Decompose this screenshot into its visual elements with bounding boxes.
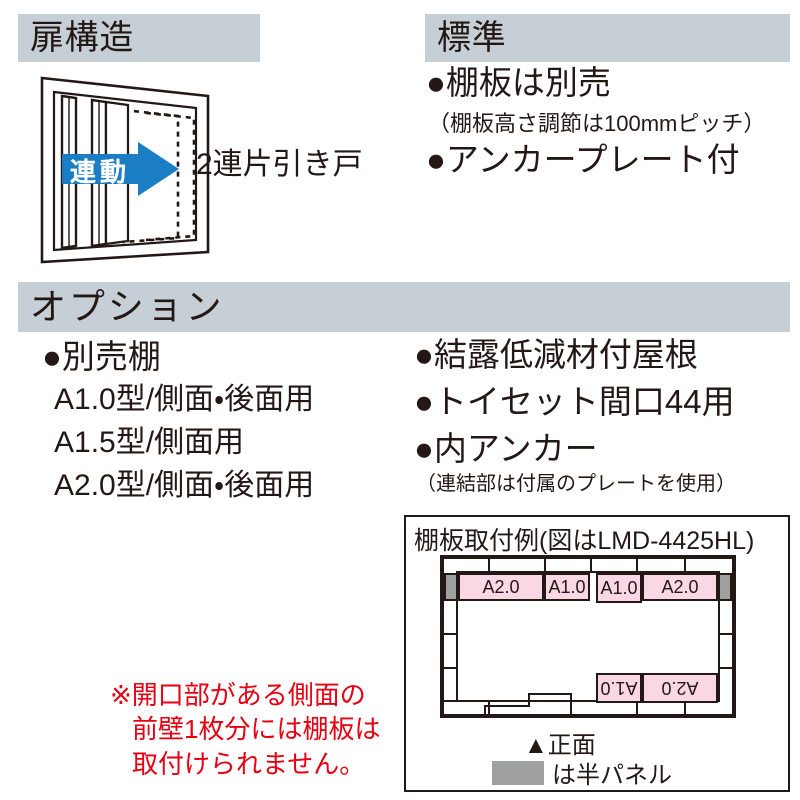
half-panel-left: [444, 573, 458, 601]
plan-door-edge-right: [570, 693, 572, 715]
plan-joint-left-3: [440, 667, 456, 669]
plan-joint-top-2: [544, 555, 546, 571]
plan-inner-left: [456, 571, 458, 702]
option-left-item-0: ●別売棚: [42, 338, 161, 375]
standard-item-1: ●アンカープレート付: [426, 141, 740, 178]
option-left-item-3: A2.0型/側面・後面用: [54, 469, 315, 502]
plan-wall-top: [440, 555, 736, 559]
interlock-arrow-badge: 連動: [62, 140, 180, 198]
shelf-warning-note: ※開口部がある側面の 前壁1枚分には棚板は 取付けられません。: [110, 678, 380, 781]
plan-joint-top-4: [636, 555, 638, 571]
plan-inner-bottom: [456, 700, 720, 702]
shelf-example-box: 棚板取付例(図はLMD-4425HL): [404, 515, 790, 792]
option-right-note: （連結部は付属のプレートを使用）: [416, 473, 736, 495]
plan-joint-right-3: [720, 667, 736, 669]
door-type-label: 2連片引き戸: [196, 148, 363, 181]
plan-joint-bottom-1: [488, 702, 490, 718]
plan-joint-left-2: [440, 633, 456, 635]
section-header-door-structure: 扉構造: [18, 14, 260, 62]
warning-line-2: 前壁1枚分には棚板は: [132, 714, 381, 745]
plan-wall-bottom-right: [558, 714, 736, 718]
option-right-item-1: ●トイセット間口44用: [414, 383, 735, 420]
plan-door-step-2: [528, 693, 572, 695]
option-right-item-2: ●内アンカー: [414, 430, 598, 467]
plan-door-edge-left: [484, 705, 486, 718]
section-title-door-structure: 扉構造: [30, 19, 135, 57]
option-right-item-0: ●結露低減材付屋根: [414, 336, 698, 373]
shelf-example-title: 棚板取付例(図はLMD-4425HL): [414, 527, 755, 555]
section-header-option: オプション: [18, 282, 790, 332]
plan-wall-bottom-left: [440, 714, 558, 718]
plan-inner-top: [456, 571, 720, 573]
warning-line-3: 取付けられません。: [132, 748, 366, 779]
arrow-right-icon: [62, 142, 179, 196]
standard-item-0: ●棚板は別売: [426, 64, 611, 101]
half-panel-legend-swatch: [492, 760, 544, 785]
half-panel-legend-text: は半パネル: [552, 762, 672, 789]
floor-plan-diagram: A2.0 A1.0 A1.0 A2.0 A1.0 A2.0: [440, 555, 736, 718]
plan-wall-right: [732, 555, 736, 718]
shelf-cell-top-2: A1.0: [596, 573, 642, 603]
option-left-item-2: A1.5型/側面用: [54, 426, 245, 459]
plan-joint-bottom-2: [636, 702, 638, 718]
plan-joint-top-3: [590, 555, 592, 571]
front-direction-label: ▲正面: [524, 732, 596, 759]
interlock-arrow-label: 連動: [70, 157, 131, 187]
plan-joint-right-2: [720, 633, 736, 635]
plan-door-step-1: [484, 705, 530, 707]
warning-line-1: ※開口部がある側面の: [110, 680, 366, 710]
half-panel-right: [718, 573, 732, 601]
standard-note: （棚板高さ調節は100mmピッチ）: [428, 111, 766, 136]
section-title-standard: 標準: [437, 19, 507, 57]
shelf-cell-top-3: A2.0: [642, 573, 718, 601]
plan-door-riser: [528, 693, 530, 707]
section-header-standard: 標準: [425, 14, 790, 62]
plan-joint-top-5: [684, 555, 686, 571]
shelf-cell-top-0: A2.0: [458, 573, 544, 601]
plan-inner-right: [718, 571, 720, 702]
plan-joint-left-4: [440, 700, 456, 702]
plan-joint-bottom-3: [684, 702, 686, 718]
shelf-cell-bottom-1: A2.0: [642, 673, 718, 703]
plan-wall-left: [440, 555, 444, 718]
section-title-option: オプション: [30, 286, 225, 327]
shelf-cell-bottom-0: A1.0: [596, 673, 642, 703]
plan-joint-top-1: [488, 555, 490, 571]
half-panel-legend: は半パネル: [492, 755, 672, 790]
option-left-item-1: A1.0型/側面・後面用: [54, 383, 315, 416]
shelf-cell-top-1: A1.0: [544, 573, 590, 601]
